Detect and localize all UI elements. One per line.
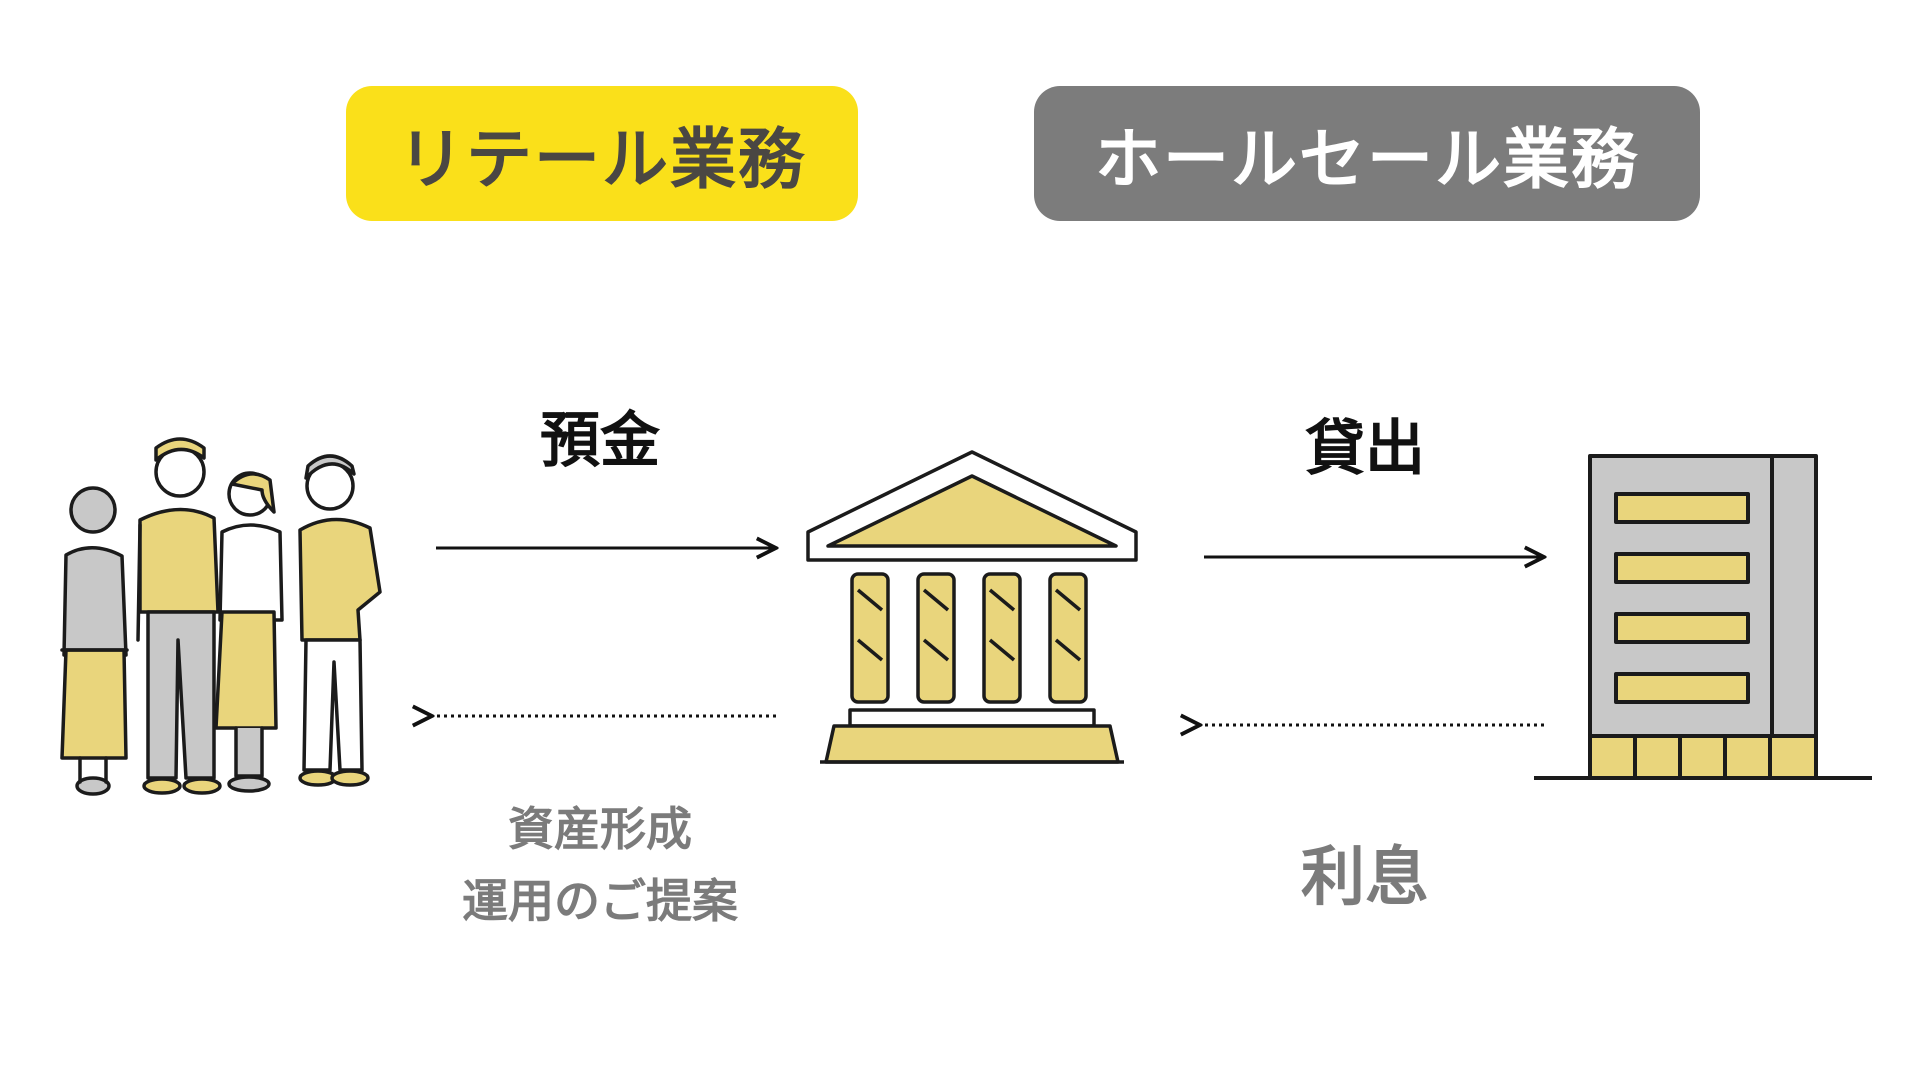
- asset-proposal-line1: 資産形成: [508, 802, 692, 856]
- asset-proposal-line2: 運用のご提案: [462, 874, 738, 928]
- deposit-label: 預金: [540, 406, 660, 476]
- asset-proposal-label: 資産形成 運用のご提案: [400, 793, 800, 937]
- wholesale-business-label: ホールセール業務: [1095, 120, 1639, 198]
- retail-business-label: リテール業務: [398, 120, 806, 198]
- loan-label: 貸出: [1305, 414, 1425, 484]
- interest-label: 利息: [1301, 841, 1429, 915]
- people-group-icon: [60, 437, 382, 796]
- wholesale-business-badge: ホールセール業務: [1034, 86, 1700, 221]
- bank-icon: [806, 450, 1138, 764]
- office-building-icon: [1534, 454, 1872, 780]
- retail-business-badge: リテール業務: [346, 86, 858, 221]
